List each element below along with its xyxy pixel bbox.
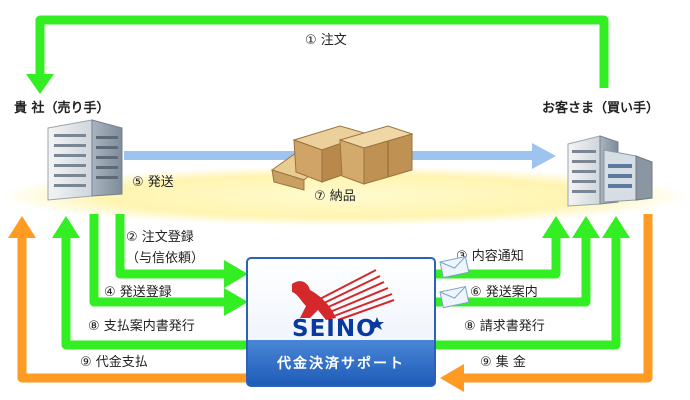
flow-ship-notice-arrow (436, 216, 600, 307)
flow-order-register-sublabel: （与信依頼） (126, 251, 204, 266)
flow-payment-notice-arrow (52, 216, 246, 350)
seller-label: 貴 社（売り手） (14, 100, 110, 116)
flow-content-notice-label: ③ 内容通知 (456, 248, 524, 264)
service-name: 代金決済サポート (276, 355, 405, 372)
office-building-icon (47, 119, 123, 201)
star-icon (370, 317, 384, 330)
envelope-icon (439, 286, 470, 309)
highlight-glow (0, 166, 690, 226)
flow-payment-notice-label: ⑧ 支払案内書発行 (88, 318, 195, 334)
flow-ship-notice-label: ⑥ 発送案内 (470, 284, 538, 300)
service-panel: SEINO 代金決済サポート (246, 257, 436, 387)
flow-payment-label: ⑨ 代金支払 (80, 354, 148, 370)
kangaroo-icon (292, 269, 395, 321)
flow-collection-arrow (440, 214, 653, 392)
flow-order-register-label: ② 注文登録 (126, 230, 194, 245)
buyer-label: お客さま（買い手） (542, 100, 659, 116)
flow-invoice-label: ⑧ 請求書発行 (464, 319, 545, 334)
flow-content-notice-arrow (436, 216, 570, 279)
flow-ship-register-label: ④ 発送登録 (104, 285, 172, 300)
office-building-icon (567, 135, 653, 207)
flow-order-label: ① 注文 (305, 33, 347, 48)
flow-ship-label: ⑤ 発送 (132, 175, 174, 190)
flow-invoice-arrow (436, 216, 630, 350)
flow-ship-register-arrow (89, 214, 248, 316)
envelope-icon (439, 256, 470, 279)
flow-order-arrow (26, 15, 609, 94)
flow-collection-label: ⑨ 集 金 (480, 354, 526, 370)
flow-order-register-arrow (115, 214, 248, 288)
flow-delivery-label: ⑦ 納品 (314, 189, 356, 204)
service-brand: SEINO (292, 316, 377, 342)
flow-payment-arrow (8, 216, 246, 383)
cardboard-boxes-icon (270, 125, 414, 191)
